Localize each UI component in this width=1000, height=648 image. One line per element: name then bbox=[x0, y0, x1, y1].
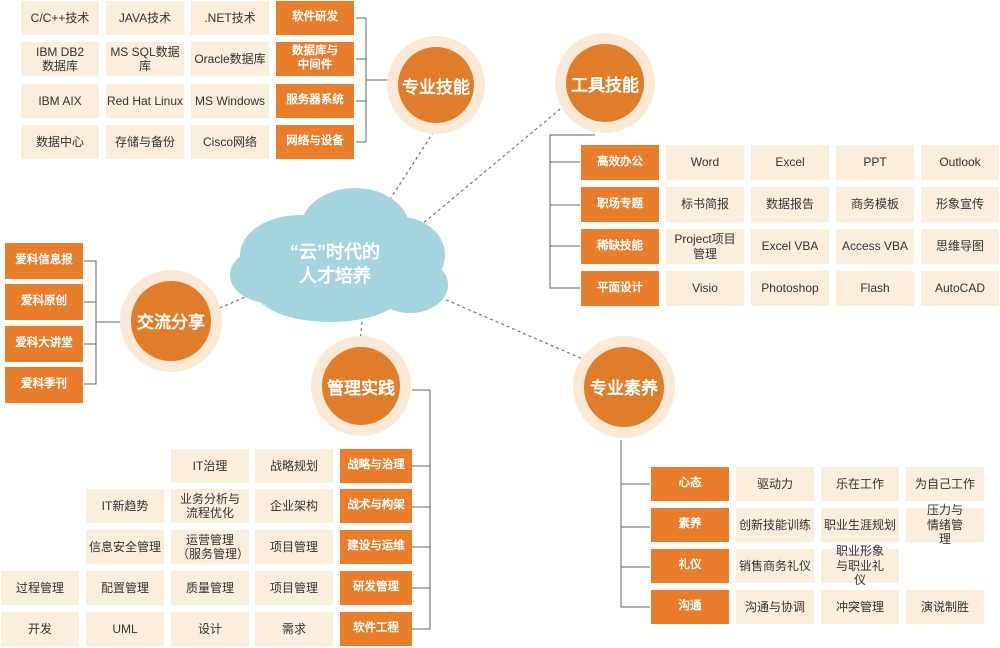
tool-item[interactable]: 思维导图 bbox=[921, 229, 999, 264]
management-category[interactable]: 建设与运维 bbox=[340, 530, 412, 564]
hub-exchange[interactable]: 交流分享 bbox=[120, 270, 222, 372]
exchange-item[interactable]: 爱科季刊 bbox=[5, 367, 83, 403]
management-item[interactable]: 配置管理 bbox=[86, 571, 164, 605]
management-item[interactable]: 项目管理 bbox=[255, 530, 333, 564]
hub-management[interactable]: 管理实践 bbox=[311, 336, 411, 436]
hub-tools-label: 工具技能 bbox=[566, 44, 644, 122]
tool-item[interactable]: Word bbox=[666, 145, 744, 180]
bracket-literacy bbox=[620, 440, 650, 608]
literacy-item[interactable]: 沟通与协调 bbox=[736, 590, 814, 624]
hub-literacy-label: 专业素养 bbox=[584, 347, 664, 427]
management-item[interactable]: 开发 bbox=[1, 612, 79, 646]
literacy-item[interactable]: 职业形象与职业礼仪 bbox=[821, 544, 899, 587]
hub-tools[interactable]: 工具技能 bbox=[555, 33, 655, 133]
skill-item[interactable]: IBM DB2数据库 bbox=[21, 42, 99, 76]
skill-item[interactable]: .NET技术 bbox=[191, 1, 269, 35]
tool-item[interactable]: AutoCAD bbox=[921, 271, 999, 306]
center-title-line2: 人才培养 bbox=[299, 266, 371, 287]
management-category[interactable]: 软件工程 bbox=[340, 612, 412, 646]
hub-skills[interactable]: 专业技能 bbox=[387, 36, 485, 134]
exchange-item[interactable]: 爱科大讲堂 bbox=[5, 326, 83, 362]
tool-item[interactable]: 商务模板 bbox=[836, 187, 914, 222]
skill-item[interactable]: IBM AIX bbox=[21, 84, 99, 118]
literacy-item[interactable]: 销售商务礼仪 bbox=[736, 549, 814, 583]
exchange-item[interactable]: 爱科原创 bbox=[5, 284, 83, 320]
literacy-item[interactable]: 冲突管理 bbox=[821, 590, 899, 624]
center-title-line1: “云”时代的 bbox=[290, 242, 380, 262]
tool-category[interactable]: 职场专题 bbox=[581, 187, 659, 222]
tool-item[interactable]: Outlook bbox=[921, 145, 999, 180]
tool-item[interactable]: Visio bbox=[666, 271, 744, 306]
tool-category[interactable]: 平面设计 bbox=[581, 271, 659, 306]
tool-category[interactable]: 高效办公 bbox=[581, 145, 659, 180]
management-item[interactable]: IT新趋势 bbox=[86, 489, 164, 523]
skill-category[interactable]: 软件研发 bbox=[276, 1, 354, 35]
tool-item[interactable]: 标书简报 bbox=[666, 187, 744, 222]
hub-exchange-label: 交流分享 bbox=[131, 281, 211, 361]
dash-to-tools bbox=[414, 104, 566, 231]
literacy-item[interactable]: 乐在工作 bbox=[821, 467, 899, 501]
literacy-item[interactable]: 职业生涯规划 bbox=[821, 508, 899, 542]
dash-to-exchange bbox=[214, 294, 251, 311]
management-item[interactable]: 质量管理 bbox=[171, 571, 249, 605]
management-item[interactable]: 项目管理 bbox=[255, 571, 333, 605]
skill-item[interactable]: C/C++技术 bbox=[21, 1, 99, 35]
tool-category[interactable]: 稀缺技能 bbox=[581, 229, 659, 264]
literacy-item[interactable]: 为自己工作 bbox=[906, 467, 984, 501]
management-item[interactable]: UML bbox=[86, 612, 164, 646]
center-title: “云”时代的 人才培养 bbox=[250, 240, 420, 289]
management-item[interactable]: 运营管理（服务管理） bbox=[171, 530, 249, 564]
tool-item[interactable]: 形象宣传 bbox=[921, 187, 999, 222]
skill-item[interactable]: Oracle数据库 bbox=[191, 42, 269, 76]
literacy-category[interactable]: 心态 bbox=[651, 467, 729, 501]
tool-item[interactable]: Flash bbox=[836, 271, 914, 306]
skill-category[interactable]: 网络与设备 bbox=[276, 125, 354, 159]
tool-item[interactable]: Access VBA bbox=[836, 229, 914, 264]
skill-category[interactable]: 服务器系统 bbox=[276, 84, 354, 118]
skill-category[interactable]: 数据库与中间件 bbox=[276, 42, 354, 76]
management-item[interactable]: 业务分析与流程优化 bbox=[171, 489, 249, 523]
tool-item[interactable]: Project项目管理 bbox=[666, 229, 744, 264]
literacy-item[interactable]: 驱动力 bbox=[736, 467, 814, 501]
skill-item[interactable]: JAVA技术 bbox=[106, 1, 184, 35]
management-category[interactable]: 研发管理 bbox=[340, 571, 412, 605]
literacy-category[interactable]: 礼仪 bbox=[651, 549, 729, 583]
bracket-exchange bbox=[84, 260, 120, 385]
bracket-skills bbox=[356, 17, 392, 143]
tool-item[interactable]: Excel bbox=[751, 145, 829, 180]
skill-item[interactable]: MS SQL数据库 bbox=[106, 42, 184, 76]
hub-literacy[interactable]: 专业素养 bbox=[573, 336, 675, 438]
skill-item[interactable]: 数据中心 bbox=[21, 125, 99, 159]
hub-management-label: 管理实践 bbox=[322, 347, 400, 425]
literacy-item[interactable]: 创新技能训练 bbox=[736, 508, 814, 542]
skill-item[interactable]: MS Windows bbox=[191, 84, 269, 118]
skill-item[interactable]: Red Hat Linux bbox=[106, 84, 184, 118]
hub-skills-label: 专业技能 bbox=[397, 46, 475, 124]
management-item[interactable]: 信息安全管理 bbox=[86, 530, 164, 564]
exchange-item[interactable]: 爱科信息报 bbox=[5, 243, 83, 279]
tool-item[interactable]: Photoshop bbox=[751, 271, 829, 306]
management-item[interactable]: 过程管理 bbox=[1, 571, 79, 605]
bracket-management bbox=[412, 389, 431, 630]
bracket-tools bbox=[549, 134, 595, 289]
tool-item[interactable]: 数据报告 bbox=[751, 187, 829, 222]
management-item[interactable]: 设计 bbox=[171, 612, 249, 646]
management-item[interactable]: IT治理 bbox=[171, 449, 249, 483]
management-item[interactable]: 企业架构 bbox=[255, 489, 333, 523]
management-category[interactable]: 战略与治理 bbox=[340, 449, 412, 483]
tool-item[interactable]: PPT bbox=[836, 145, 914, 180]
literacy-category[interactable]: 沟通 bbox=[651, 590, 729, 624]
tool-item[interactable]: Excel VBA bbox=[751, 229, 829, 264]
management-item[interactable]: 战略规划 bbox=[255, 449, 333, 483]
management-category[interactable]: 战术与构架 bbox=[340, 489, 412, 523]
literacy-item[interactable]: 压力与情绪管理 bbox=[906, 503, 984, 546]
management-item[interactable]: 需求 bbox=[255, 612, 333, 646]
skill-item[interactable]: 存储与备份 bbox=[106, 125, 184, 159]
literacy-item[interactable]: 演说制胜 bbox=[906, 590, 984, 624]
skill-item[interactable]: Cisco网络 bbox=[191, 125, 269, 159]
literacy-category[interactable]: 素养 bbox=[651, 508, 729, 542]
